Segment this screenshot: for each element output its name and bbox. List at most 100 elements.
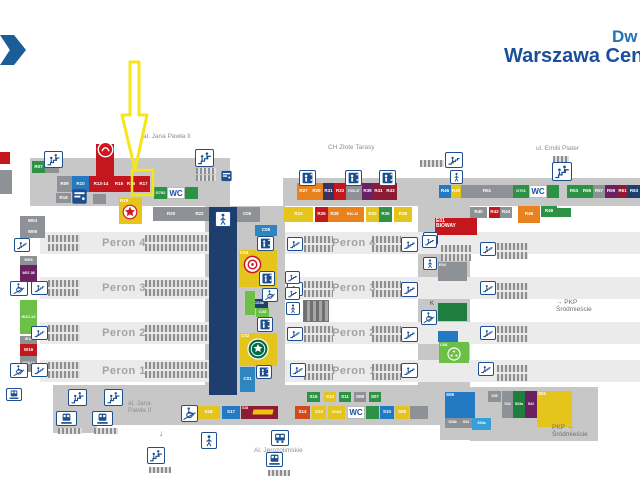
track-hatch — [145, 244, 232, 251]
track-hatch — [304, 236, 333, 243]
track-hatch — [145, 334, 232, 341]
elevator-icon — [345, 170, 362, 186]
unit-S04: S04 — [460, 418, 472, 428]
map-text-label: CH Złote Tarasy — [328, 144, 375, 151]
unit-C03a: C03a — [250, 299, 268, 308]
track-hatch — [58, 428, 82, 434]
platform-label: Peron 1 — [332, 365, 376, 377]
unit-R38: R38 — [394, 207, 412, 222]
unit-W10-13: W10-13 — [20, 300, 37, 334]
wheelchair-icon — [421, 310, 437, 325]
unit-S02: S02 — [525, 391, 537, 418]
platform-label: Peron 4 — [102, 237, 146, 249]
track-hatch — [145, 371, 232, 378]
track-hatch — [372, 236, 401, 243]
unit-R17: R17 — [137, 176, 150, 192]
starbucks-logo — [247, 338, 269, 360]
unit-C03: C03 — [256, 308, 269, 317]
unit-S04b: S04b — [445, 418, 460, 428]
unit-S11: S11 — [339, 392, 351, 402]
unit-W16: W16 — [20, 344, 37, 356]
tram-icon — [92, 411, 113, 426]
ticket-icon — [71, 186, 88, 207]
unit-block — [185, 187, 198, 199]
red-circle-logo — [97, 141, 114, 158]
unit-block — [438, 331, 458, 342]
unit-C06: C06 — [234, 207, 260, 222]
unit-R07: R07 — [32, 161, 45, 173]
unit-R57: R57 — [593, 185, 605, 198]
unit-block — [547, 185, 559, 198]
unit-S08: S08 — [395, 406, 409, 419]
unit-C05: C05 — [255, 225, 277, 236]
track-hatch — [497, 335, 528, 342]
map-text-label: PKP →Śródmieście — [552, 424, 588, 438]
person-icon — [201, 432, 217, 449]
escalator-icon — [287, 327, 303, 341]
unit-R24: R24 — [284, 207, 313, 222]
track-hatch — [372, 373, 401, 380]
escalator-icon — [285, 271, 300, 284]
elevator-icon — [257, 317, 273, 332]
wordmark-logo — [252, 408, 274, 416]
track-hatch — [372, 281, 401, 288]
person-icon — [423, 257, 437, 270]
track-hatch — [48, 235, 80, 242]
escalator-icon — [401, 327, 418, 342]
wheelchair-icon — [10, 281, 28, 296]
unit-S03: S03 — [502, 391, 513, 418]
platform-label: Peron 2 — [102, 327, 146, 339]
unit-block — [245, 291, 255, 315]
unit-C01: C01 — [240, 367, 255, 392]
unit-S14: S14 — [295, 406, 310, 419]
track-hatch — [372, 326, 401, 333]
track-hatch — [497, 292, 528, 299]
unit-S17: S17 — [222, 406, 240, 419]
unit-R61: R61 — [617, 185, 628, 198]
track-hatch — [304, 335, 333, 342]
escalator-icon — [401, 363, 418, 378]
track-hatch — [497, 374, 528, 381]
map-title-line1: Dw — [612, 27, 638, 46]
unit-R51: R51 — [461, 185, 513, 198]
track-hatch — [497, 283, 528, 290]
unit-W07-08: W07-08 — [20, 265, 37, 282]
track-hatch — [372, 335, 401, 342]
unit-S01: S01 — [537, 391, 572, 427]
track-hatch — [372, 245, 401, 252]
tram-icon — [56, 411, 77, 426]
track-hatch — [304, 281, 333, 288]
unit-block — [93, 194, 106, 204]
unit-R42: R42 — [489, 207, 500, 218]
escalator-icon — [401, 282, 418, 297]
unit-S07: S07 — [369, 392, 381, 402]
unit-R44: R44 — [500, 207, 512, 218]
track-hatch — [372, 364, 401, 371]
unit-W06: W06 — [20, 227, 45, 238]
wheelchair-icon — [262, 288, 278, 302]
escalator-icon — [31, 326, 48, 340]
escalator-icon — [31, 363, 48, 377]
unit-R18: R18 — [56, 193, 71, 203]
unit-block — [410, 406, 428, 419]
unit-E02: E02 — [438, 262, 467, 281]
track-hatch — [441, 254, 471, 261]
unit-R33: R33 — [334, 183, 346, 200]
platform-label: Peron 3 — [102, 282, 146, 294]
unit-R55: R55 — [581, 185, 593, 198]
unit-W14: W14 — [20, 336, 37, 344]
map-text-label: al. Jana Pawła II — [143, 133, 191, 140]
unit-R22: R22 — [189, 207, 210, 221]
track-hatch — [48, 325, 80, 332]
escalator-icon — [445, 152, 463, 168]
unit-R49: R49 — [451, 185, 461, 198]
track-hatch — [145, 235, 232, 242]
platform-label: Peron 1 — [102, 365, 146, 377]
stairs-icon — [147, 447, 165, 464]
track-hatch — [149, 467, 171, 473]
track-hatch — [48, 280, 80, 287]
track-hatch — [497, 326, 528, 333]
track-hatch — [196, 168, 216, 174]
wheelchair-icon — [181, 405, 198, 422]
track-hatch — [497, 252, 528, 259]
